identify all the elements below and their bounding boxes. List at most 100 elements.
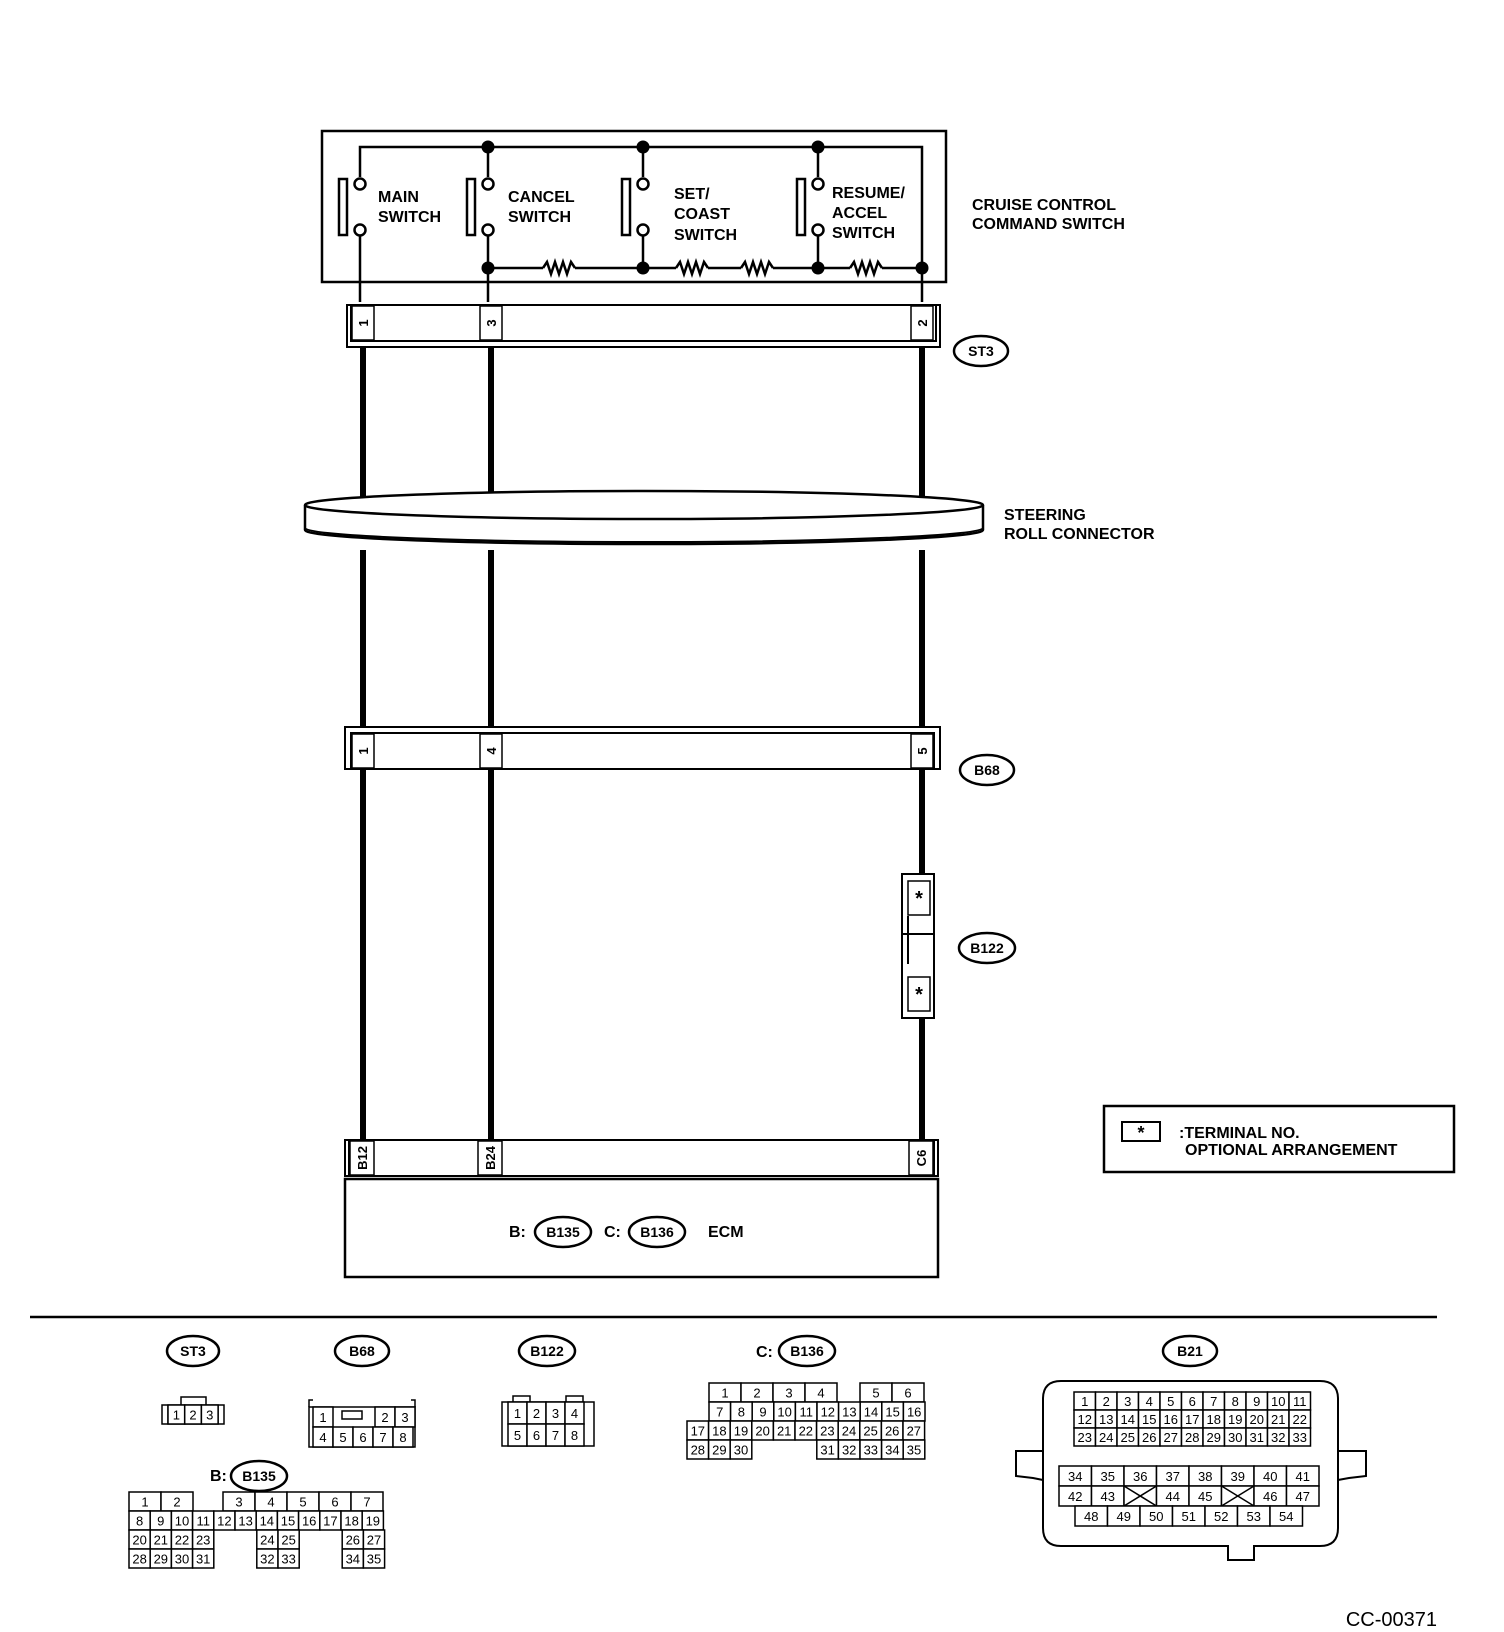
b135-pin-cell: 13 — [238, 1514, 252, 1529]
b135-pin-cell: 23 — [196, 1533, 210, 1548]
b136-pin-cell: 2 — [753, 1386, 760, 1401]
cancel-switch-label-1: CANCEL — [508, 189, 575, 206]
b21-pin-cell: 37 — [1166, 1469, 1180, 1484]
b122-tag: B122 — [970, 940, 1004, 956]
b21-pin-cell: 44 — [1166, 1489, 1180, 1504]
b135-pin-cell: 22 — [175, 1533, 189, 1548]
b135-pin-cell: 27 — [367, 1533, 381, 1548]
b68-pin-cell: 3 — [401, 1410, 408, 1425]
b135-pin-cell: 30 — [175, 1552, 189, 1567]
steering-roll-connector: STEERING ROLL CONNECTOR — [303, 489, 1155, 546]
b135-pin-cell: 21 — [154, 1533, 168, 1548]
b21-pin-cell: 43 — [1101, 1489, 1115, 1504]
b136-pin-cell: 26 — [885, 1424, 899, 1439]
figure-code: CC-00371 — [1346, 1609, 1437, 1631]
b21-pin-cell: 14 — [1121, 1412, 1135, 1427]
b68-connector: 1 4 5 B68 — [344, 726, 1016, 787]
b135-pin-cell: 20 — [132, 1533, 146, 1548]
ecm-c-prefix: C: — [604, 1224, 621, 1241]
b21-pin-cell: 3 — [1124, 1394, 1131, 1409]
b68-pin-cell: 7 — [379, 1430, 386, 1445]
ecm-b-prefix: B: — [509, 1224, 526, 1241]
b21-pin-cell: 30 — [1228, 1430, 1242, 1445]
b122-pin-cell: 1 — [514, 1406, 521, 1421]
set-switch-label-2: COAST — [674, 206, 730, 223]
b68-pin-cell: 2 — [381, 1410, 388, 1425]
b136-pin-cell: 15 — [885, 1405, 899, 1420]
b21-pin-cell: 11 — [1293, 1394, 1307, 1409]
b21-pin-cell: 40 — [1263, 1469, 1277, 1484]
b68-pin-cell: 6 — [359, 1430, 366, 1445]
b135-pin-cell: 18 — [344, 1514, 358, 1529]
b136-pin-cell: 12 — [821, 1405, 835, 1420]
b136-pin-cell: 14 — [864, 1405, 878, 1420]
b135-face-view: B: B135 — [210, 1459, 289, 1493]
b136-pin-cell: 17 — [691, 1424, 705, 1439]
st3-pin-3: 3 — [484, 319, 499, 326]
resume-switch-label-1: RESUME/ — [832, 185, 905, 202]
st3-pin-1: 1 — [356, 319, 371, 326]
b135-pin-cell: 33 — [281, 1552, 295, 1567]
b122-pin-cell: 7 — [552, 1428, 559, 1443]
b136-pin-cell: 27 — [907, 1424, 921, 1439]
b122-pin-cell: 6 — [533, 1428, 540, 1443]
b135-pin-cell: 17 — [323, 1514, 337, 1529]
b135-pin-cell: 32 — [260, 1552, 274, 1567]
b21-pin-cell: 27 — [1164, 1430, 1178, 1445]
b136-pin-cell: 10 — [777, 1405, 791, 1420]
legend: * :TERMINAL NO. OPTIONAL ARRANGEMENT — [1102, 1104, 1456, 1174]
b136-pin-cell: 29 — [712, 1443, 726, 1458]
b21-pin-cell: 17 — [1185, 1412, 1199, 1427]
b122-pin-cell: 4 — [571, 1406, 578, 1421]
b21-pin-cell: 52 — [1214, 1509, 1228, 1524]
b21-pin-cell: 6 — [1189, 1394, 1196, 1409]
b21-pin-cell: 9 — [1253, 1394, 1260, 1409]
b21-pin-cell: 45 — [1198, 1489, 1212, 1504]
harness-wires — [360, 342, 925, 1144]
b21-pin-cell: 41 — [1296, 1469, 1310, 1484]
b122-pin-cell: 2 — [533, 1406, 540, 1421]
b21-pin-cell: 32 — [1271, 1430, 1285, 1445]
b21-pin-cell: 53 — [1247, 1509, 1261, 1524]
b136-pin-cell: 20 — [755, 1424, 769, 1439]
b135-pin-cell: 14 — [260, 1514, 274, 1529]
b136-pin-cell: 4 — [817, 1386, 824, 1401]
b135-pin-cell: 26 — [346, 1533, 360, 1548]
ecm-c-tag: B136 — [640, 1224, 674, 1240]
b68-pin-cell: 1 — [319, 1410, 326, 1425]
b21-pin-cell: 22 — [1293, 1412, 1307, 1427]
b135-pin-cell: 12 — [217, 1514, 231, 1529]
b135-pin-cell: 4 — [267, 1495, 274, 1510]
b68-pin-5: 5 — [915, 747, 930, 754]
cancel-switch-label-2: SWITCH — [508, 209, 571, 226]
b68-pin-cell: 5 — [339, 1430, 346, 1445]
b21-face-tag: B21 — [1177, 1343, 1203, 1359]
b135-pin-cell: 28 — [132, 1552, 146, 1567]
ecm-label: ECM — [708, 1224, 744, 1241]
b135-pin-cell: 19 — [366, 1514, 380, 1529]
legend-line-1: :TERMINAL NO. — [1179, 1125, 1300, 1142]
b68-face-tag: B68 — [349, 1343, 375, 1359]
b135-pin-cell: 34 — [346, 1552, 360, 1567]
b135-pin-cell: 29 — [154, 1552, 168, 1567]
b21-pin-cell: 5 — [1167, 1394, 1174, 1409]
set-switch-label-1: SET/ — [674, 186, 710, 203]
b21-pin-cell: 15 — [1142, 1412, 1156, 1427]
b136-pin-cell: 31 — [820, 1443, 834, 1458]
st3-pin-cell: 3 — [206, 1408, 213, 1423]
b68-pin-1: 1 — [356, 747, 371, 754]
st3-pin-2: 2 — [915, 319, 930, 326]
b135-pin-cell: 2 — [173, 1495, 180, 1510]
b135-pin-cell: 5 — [299, 1495, 306, 1510]
ecm-b-tag: B135 — [546, 1224, 580, 1240]
b136-pin-cell: 7 — [716, 1405, 723, 1420]
b68-pin-4: 4 — [484, 747, 499, 755]
b21-pin-cell: 2 — [1103, 1394, 1110, 1409]
b122-star-lower: * — [915, 984, 923, 1006]
b136-pin-cell: 9 — [759, 1405, 766, 1420]
b21-pin-cell: 51 — [1182, 1509, 1196, 1524]
roll-connector-label-1: STEERING — [1004, 507, 1086, 524]
